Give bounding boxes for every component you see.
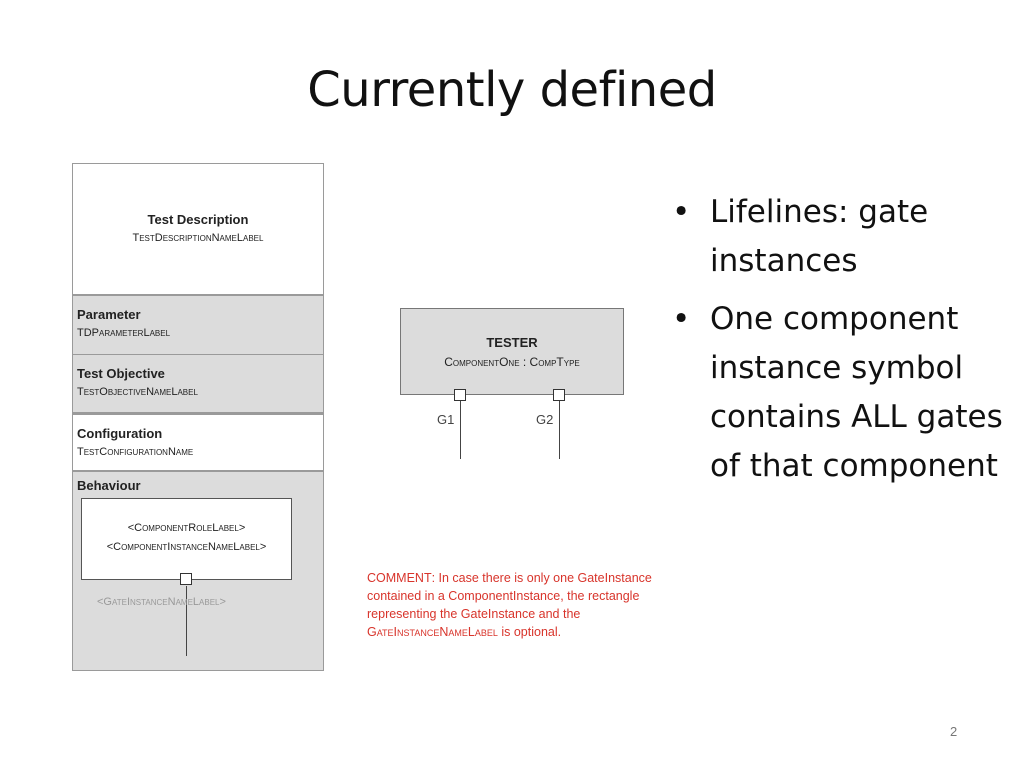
gate-square-g1 bbox=[454, 389, 466, 401]
td-parameter-section: Parameter TDParameterLabel bbox=[73, 296, 323, 355]
lifeline-g1 bbox=[460, 401, 461, 459]
tester-type-label: ComponentOne : CompType bbox=[444, 355, 580, 369]
gate-lifeline bbox=[186, 586, 187, 656]
gate-label-g1: G1 bbox=[437, 412, 455, 427]
configuration-title: Configuration bbox=[77, 426, 163, 441]
gate-label-g2: G2 bbox=[536, 412, 554, 427]
td-header-title: Test Description bbox=[147, 212, 249, 227]
comment-keyword: COMMENT bbox=[367, 571, 432, 585]
page-number: 2 bbox=[950, 724, 958, 739]
component-instance-label: <ComponentInstanceNameLabel> bbox=[106, 541, 267, 553]
td-header-label: TestDescriptionNameLabel bbox=[132, 232, 264, 244]
tester-component-box: TESTER ComponentOne : CompType bbox=[400, 308, 624, 395]
gate-square-g2 bbox=[553, 389, 565, 401]
lifeline-g2 bbox=[559, 401, 560, 459]
bullet-list: • Lifelines: gate instances • One componen… bbox=[672, 188, 1012, 500]
parameter-value: TDParameterLabel bbox=[77, 327, 171, 339]
td-behaviour-section: Behaviour <ComponentRoleLabel> <Componen… bbox=[73, 472, 323, 670]
bullet-text: One component instance symbol contains A… bbox=[710, 301, 1003, 484]
gate-instance-name-label: <GateInstanceNameLabel> bbox=[97, 596, 226, 608]
gate-square bbox=[180, 573, 192, 585]
test-description-diagram: Test Description TestDescriptionNameLabe… bbox=[72, 163, 324, 671]
comment-text-after: is optional. bbox=[497, 625, 562, 639]
bullet-dot-icon: • bbox=[672, 301, 691, 337]
bullet-item: • One component instance symbol contains … bbox=[672, 295, 1012, 491]
td-configuration-section: Configuration TestConfigurationName bbox=[73, 413, 323, 472]
objective-value: TestObjectiveNameLabel bbox=[77, 386, 198, 398]
td-objective-section: Test Objective TestObjectiveNameLabel bbox=[73, 355, 323, 413]
bullet-item: • Lifelines: gate instances bbox=[672, 188, 1012, 286]
comment-note: COMMENT: In case there is only one GateI… bbox=[367, 569, 685, 641]
component-role-label: <ComponentRoleLabel> bbox=[127, 522, 246, 534]
td-header: Test Description TestDescriptionNameLabe… bbox=[73, 164, 323, 296]
component-instance-box: <ComponentRoleLabel> <ComponentInstanceN… bbox=[81, 498, 292, 580]
bullet-text: Lifelines: gate instances bbox=[710, 194, 929, 279]
comment-label-name: GateInstanceNameLabel bbox=[367, 625, 498, 639]
configuration-value: TestConfigurationName bbox=[77, 446, 194, 458]
tester-name: TESTER bbox=[486, 335, 538, 350]
behaviour-title: Behaviour bbox=[77, 478, 141, 493]
slide-title: Currently defined bbox=[307, 62, 717, 118]
comment-text-before: : In case there is only one GateInstance… bbox=[367, 571, 652, 621]
objective-title: Test Objective bbox=[77, 366, 165, 381]
bullet-dot-icon: • bbox=[672, 194, 691, 230]
parameter-title: Parameter bbox=[77, 307, 141, 322]
